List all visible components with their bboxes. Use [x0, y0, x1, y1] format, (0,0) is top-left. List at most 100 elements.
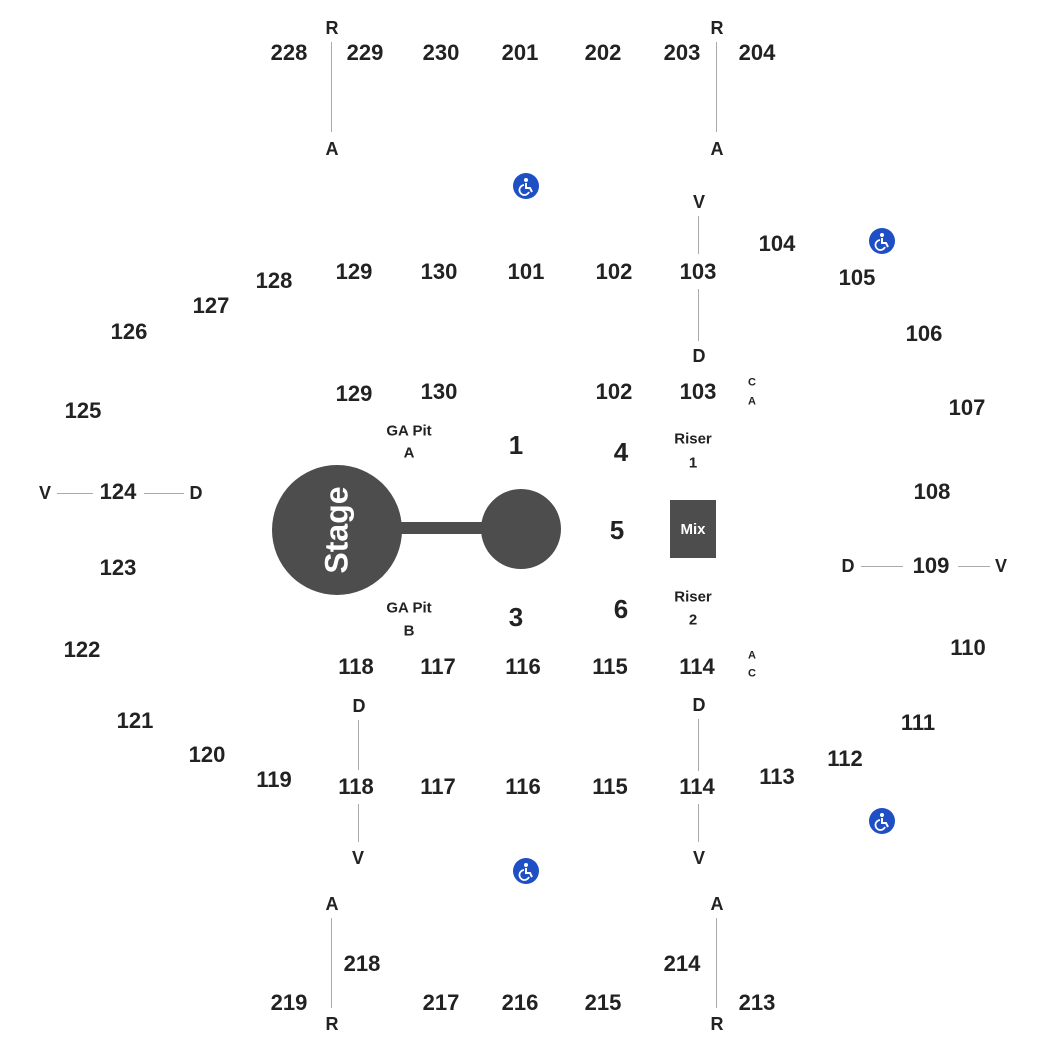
- section-130-front[interactable]: 130: [420, 379, 458, 404]
- section-229[interactable]: 229: [346, 40, 384, 65]
- row-marker-a: A: [748, 649, 756, 662]
- stage-runway: [398, 522, 488, 534]
- section-115-back[interactable]: 115: [592, 774, 628, 799]
- row-marker-v: V: [38, 483, 52, 503]
- section-127[interactable]: 127: [192, 293, 230, 318]
- ga-pit-a-label[interactable]: GA Pit: [386, 422, 432, 440]
- row-marker-a: A: [710, 139, 724, 159]
- section-119[interactable]: 119: [256, 767, 292, 792]
- row-line: [698, 216, 699, 254]
- section-217[interactable]: 217: [422, 990, 460, 1015]
- section-120[interactable]: 120: [188, 742, 226, 767]
- section-104[interactable]: 104: [758, 231, 796, 256]
- section-109[interactable]: 109: [912, 553, 950, 578]
- row-marker-d: D: [352, 696, 366, 716]
- riser-2-number[interactable]: 2: [688, 611, 698, 629]
- floor-section-3[interactable]: 3: [508, 602, 524, 632]
- section-204[interactable]: 204: [738, 40, 776, 65]
- section-122[interactable]: 122: [63, 637, 101, 662]
- ga-pit-a-letter[interactable]: A: [403, 444, 415, 462]
- section-215[interactable]: 215: [584, 990, 622, 1015]
- section-202[interactable]: 202: [584, 40, 622, 65]
- section-228[interactable]: 228: [270, 40, 308, 65]
- row-line: [698, 804, 699, 842]
- section-103[interactable]: 103: [679, 259, 717, 284]
- row-marker-r: R: [325, 1014, 339, 1034]
- row-line: [698, 719, 699, 771]
- section-126[interactable]: 126: [110, 319, 148, 344]
- floor-section-4[interactable]: 4: [613, 437, 629, 467]
- section-201[interactable]: 201: [501, 40, 539, 65]
- riser-1-label[interactable]: Riser: [674, 430, 712, 448]
- row-marker-d: D: [692, 695, 706, 715]
- row-line: [331, 918, 332, 1008]
- wheelchair-icon: [513, 858, 539, 884]
- row-line: [358, 804, 359, 842]
- row-line: [57, 493, 93, 494]
- section-117-back[interactable]: 117: [420, 774, 456, 799]
- row-marker-d: D: [841, 556, 855, 576]
- row-line: [144, 493, 184, 494]
- row-line: [331, 42, 332, 132]
- section-114-back[interactable]: 114: [679, 774, 715, 799]
- wheelchair-icon: [869, 808, 895, 834]
- row-marker-a: A: [325, 894, 339, 914]
- section-118[interactable]: 118: [338, 654, 374, 679]
- section-115[interactable]: 115: [592, 654, 628, 679]
- section-118-back[interactable]: 118: [338, 774, 374, 799]
- section-107[interactable]: 107: [948, 395, 986, 420]
- section-128[interactable]: 128: [255, 268, 293, 293]
- section-230[interactable]: 230: [422, 40, 460, 65]
- floor-section-1[interactable]: 1: [508, 430, 524, 460]
- section-110[interactable]: 110: [950, 635, 986, 660]
- section-121[interactable]: 121: [116, 708, 154, 733]
- section-111[interactable]: 111: [900, 710, 936, 735]
- ga-pit-b-letter[interactable]: B: [403, 622, 415, 640]
- row-marker-d: D: [692, 346, 706, 366]
- section-114[interactable]: 114: [679, 654, 715, 679]
- section-101[interactable]: 101: [507, 259, 545, 284]
- row-marker-a: A: [748, 395, 756, 408]
- row-line: [716, 918, 717, 1008]
- section-105[interactable]: 105: [838, 265, 876, 290]
- row-marker-a: A: [710, 894, 724, 914]
- mix-position: Mix: [670, 500, 716, 558]
- section-213[interactable]: 213: [738, 990, 776, 1015]
- section-116-back[interactable]: 116: [505, 774, 541, 799]
- section-216[interactable]: 216: [501, 990, 539, 1015]
- floor-section-5[interactable]: 5: [609, 515, 625, 545]
- section-106[interactable]: 106: [905, 321, 943, 346]
- row-marker-a: A: [325, 139, 339, 159]
- thrust-stage: [481, 489, 561, 569]
- section-214[interactable]: 214: [663, 951, 701, 976]
- section-117[interactable]: 117: [420, 654, 456, 679]
- wheelchair-icon: [513, 173, 539, 199]
- floor-section-6[interactable]: 6: [613, 594, 629, 624]
- row-line: [358, 720, 359, 770]
- section-125[interactable]: 125: [64, 398, 102, 423]
- section-102-front[interactable]: 102: [595, 379, 633, 404]
- section-218[interactable]: 218: [343, 951, 381, 976]
- row-marker-v: V: [692, 192, 706, 212]
- section-103-front[interactable]: 103: [679, 379, 717, 404]
- riser-1-number[interactable]: 1: [688, 454, 698, 472]
- section-112[interactable]: 112: [827, 746, 863, 771]
- section-123[interactable]: 123: [99, 555, 137, 580]
- ga-pit-b-label[interactable]: GA Pit: [386, 599, 432, 617]
- section-203[interactable]: 203: [663, 40, 701, 65]
- section-116[interactable]: 116: [505, 654, 541, 679]
- riser-2-label[interactable]: Riser: [674, 588, 712, 606]
- section-129-front[interactable]: 129: [335, 381, 373, 406]
- section-113[interactable]: 113: [759, 764, 795, 789]
- section-102[interactable]: 102: [595, 259, 633, 284]
- section-219[interactable]: 219: [270, 990, 308, 1015]
- section-124[interactable]: 124: [99, 479, 137, 504]
- section-108[interactable]: 108: [913, 479, 951, 504]
- wheelchair-icon: [869, 228, 895, 254]
- section-129[interactable]: 129: [335, 259, 373, 284]
- section-130[interactable]: 130: [420, 259, 458, 284]
- mix-label: Mix: [680, 520, 706, 538]
- row-marker-v: V: [351, 848, 365, 868]
- stage: Stage: [272, 465, 402, 595]
- stage-label: Stage: [318, 486, 355, 574]
